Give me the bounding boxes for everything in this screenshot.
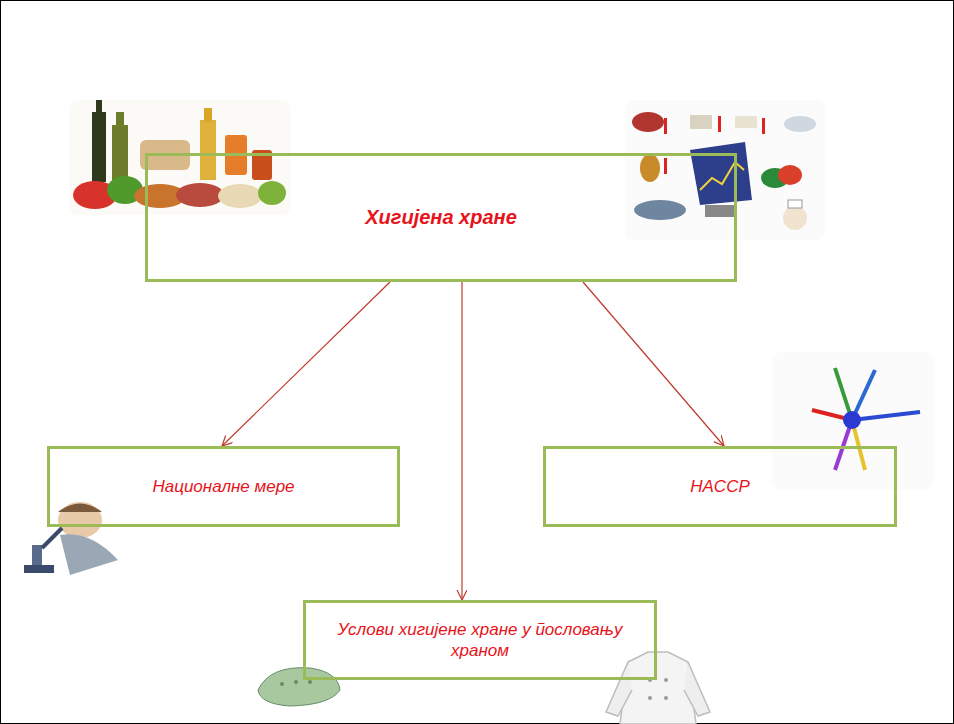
topic-box: Националне мере — [47, 446, 400, 527]
scientist-picture — [24, 502, 118, 575]
node-text: Хигијена хране — [365, 205, 517, 230]
chef-jacket-picture — [606, 652, 710, 724]
topic-box: Услови хигијене хране у пословању храном — [303, 600, 657, 680]
haccp-star-picture — [772, 352, 934, 490]
arrow-connector — [583, 282, 724, 446]
arrow-connector — [222, 282, 390, 446]
topic-box: HACCP — [543, 446, 897, 527]
clog-shoe-picture — [258, 668, 340, 706]
node-text: HACCP — [690, 476, 750, 497]
arrow-connector — [461, 282, 462, 600]
node-text: Националне мере — [152, 476, 294, 497]
topic-box: Хигијена хране — [145, 153, 737, 282]
food-control-picture — [625, 100, 825, 240]
grocery-picture — [70, 100, 290, 215]
node-text: Услови хигијене хране у пословању храном — [318, 619, 642, 662]
